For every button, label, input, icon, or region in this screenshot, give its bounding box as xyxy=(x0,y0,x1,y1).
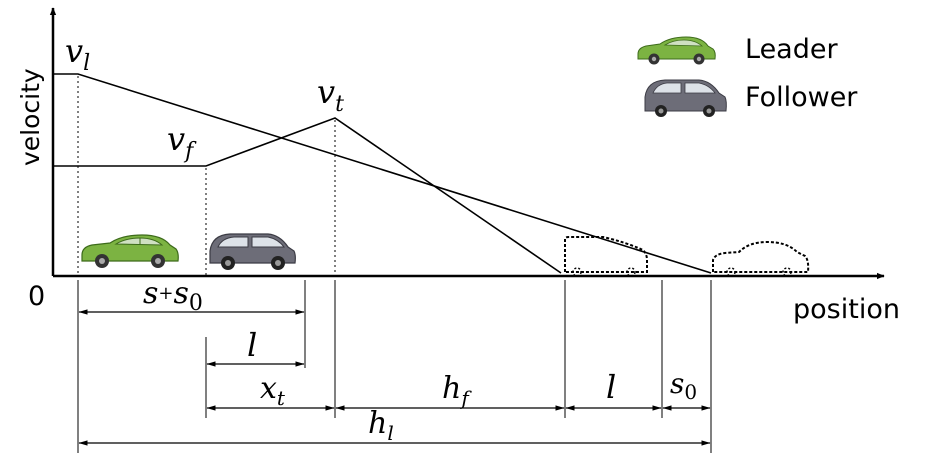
follower-velocity-curve xyxy=(53,117,562,274)
x-axis-label: position xyxy=(793,294,900,325)
follower-final-position-icon xyxy=(564,236,648,277)
leader-car-icon xyxy=(81,234,179,268)
origin-label: 0 xyxy=(28,281,45,312)
leader-final-position-icon xyxy=(712,240,810,277)
leader-velocity-label: vl xyxy=(65,32,90,76)
label-x-t: xt xyxy=(260,371,286,410)
legend-follower-car-icon xyxy=(644,79,727,117)
legend: Leader Follower xyxy=(637,34,858,117)
legend-follower-label: Follower xyxy=(745,82,858,113)
label-l-top: l xyxy=(247,326,257,364)
leader-velocity-curve xyxy=(53,73,712,274)
label-h-l: hl xyxy=(368,406,394,445)
follower-car-icon xyxy=(209,233,296,270)
target-velocity-label: vt xyxy=(317,73,344,117)
label-h-f: hf xyxy=(442,371,472,410)
y-axis-label: velocity xyxy=(16,68,45,166)
label-l-mid: l xyxy=(606,368,616,406)
label-s0: s0 xyxy=(670,367,697,404)
legend-leader-label: Leader xyxy=(745,34,838,65)
legend-leader-car-icon xyxy=(637,36,716,65)
follower-velocity-label: vf xyxy=(167,120,197,164)
label-s-plus-s0: s+s0 xyxy=(143,276,203,316)
